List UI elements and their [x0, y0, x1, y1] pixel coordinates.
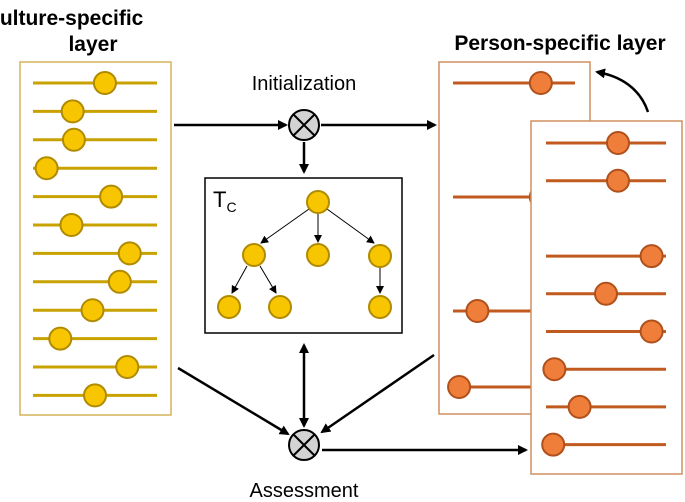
- slider-knob: [61, 127, 86, 152]
- initialization-operator-icon: [288, 109, 320, 141]
- slider-knob: [48, 326, 73, 351]
- slider-knob: [92, 71, 117, 95]
- slider-knob: [34, 156, 59, 181]
- person-to-assessment-arrow: [320, 353, 435, 434]
- slider-knob: [80, 298, 105, 323]
- tree-label: TC: [213, 187, 237, 215]
- tree-nodes: [217, 190, 392, 319]
- slider-knob: [594, 281, 618, 306]
- assessment-operator-icon: [288, 429, 320, 461]
- tree-node: [217, 295, 241, 319]
- slider-knob: [639, 319, 664, 344]
- culture-layer-box: [19, 61, 172, 416]
- assessment-label: Assessment: [250, 480, 359, 502]
- person-front-slider-group: [541, 131, 666, 457]
- slider-knob: [117, 241, 142, 266]
- tree-node: [306, 243, 330, 267]
- slider-knob: [115, 355, 140, 379]
- culture-slider-group: [33, 71, 157, 408]
- slider-knob: [639, 244, 664, 269]
- slider-knob: [99, 184, 124, 209]
- slider-knob: [59, 213, 84, 237]
- update-curved-arrow: [595, 68, 650, 113]
- slider-knob: [606, 168, 630, 193]
- slider-knob: [567, 394, 592, 419]
- culture-layer-title: Culture-specific: [0, 7, 144, 30]
- initialization-label: Initialization: [252, 73, 357, 95]
- slider-knob: [447, 375, 472, 399]
- slider-knob: [528, 71, 553, 95]
- slider-knob: [606, 131, 630, 155]
- tree-node: [368, 295, 392, 319]
- tree-node: [368, 244, 392, 268]
- slider-knob: [83, 383, 107, 408]
- culture-to-assessment-arrow: [177, 366, 290, 436]
- culture-layer-title-line2: layer: [68, 33, 117, 56]
- slider-knob: [107, 269, 132, 294]
- tree-edges: [231, 208, 384, 294]
- tree-node: [242, 243, 266, 267]
- person-layer-title: Person-specific layer: [454, 32, 665, 55]
- slider-knob: [60, 99, 85, 124]
- slider-knob: [541, 432, 566, 457]
- tree-node-root: [306, 190, 330, 214]
- slider-knob: [465, 299, 490, 323]
- tree-node: [268, 295, 292, 319]
- slider-knob: [542, 357, 567, 382]
